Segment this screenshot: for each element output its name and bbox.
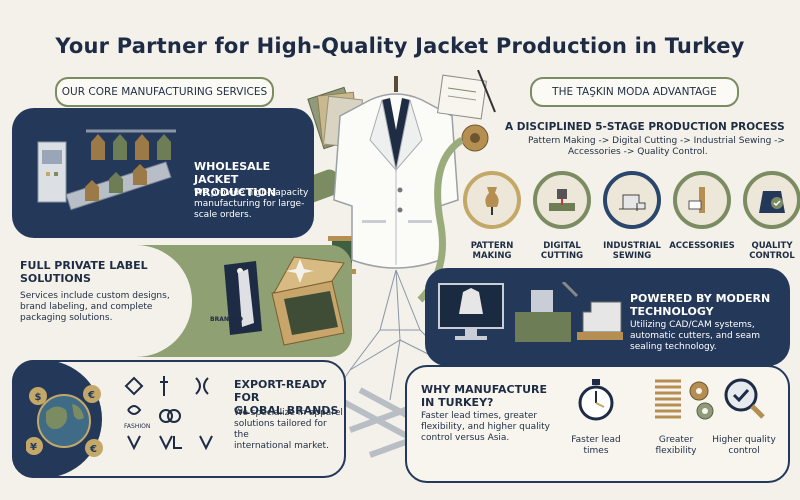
step-5-label-2: CONTROL xyxy=(749,251,795,261)
private-label-desc-3: packaging solutions. xyxy=(20,313,113,323)
brand-logos-icon: FASHION xyxy=(124,376,213,451)
why-item-1-l1: Faster lead xyxy=(571,435,621,445)
export-desc-3: international market. xyxy=(234,441,329,451)
step-1-label-1: PATTERN xyxy=(470,241,514,251)
currency-2: € xyxy=(87,390,95,401)
why-item-3-l1: Higher quality xyxy=(712,435,776,445)
step-accessories-circle xyxy=(673,171,731,229)
magnifier-check-icon xyxy=(724,378,765,419)
zipper-icon xyxy=(688,187,705,213)
why-title-2: IN TURKEY? xyxy=(421,396,494,409)
export-desc-2: solutions tailored for the xyxy=(234,419,327,440)
wholesale-panel: WHOLESALE JACKET PRODUCTION We provide h… xyxy=(12,108,314,238)
process-title: A DISCIPLINED 5-STAGE PRODUCTION PROCESS xyxy=(505,121,785,133)
factory-icon xyxy=(37,129,176,211)
wholesale-title-1: WHOLESALE JACKET xyxy=(194,160,271,186)
technology-title-1: POWERED BY MODERN xyxy=(630,292,771,305)
jacket-icon xyxy=(333,76,459,269)
technology-title-2: TECHNOLOGY xyxy=(630,305,714,318)
page-title: Your Partner for High-Quality Jacket Pro… xyxy=(55,34,745,58)
computer-icon xyxy=(438,282,623,342)
dress-form-icon xyxy=(485,187,499,215)
wholesale-desc-1: We provide high-capacity xyxy=(194,188,309,198)
private-label-title-2: SOLUTIONS xyxy=(20,272,91,285)
why-item-3-l2: control xyxy=(728,446,760,456)
why-turkey-panel: WHY MANUFACTURE IN TURKEY? Faster lead t… xyxy=(405,365,790,483)
step-pattern-circle xyxy=(463,171,521,229)
spring-icon xyxy=(655,379,714,420)
advantage-pill: THE TAŞKIN MODA ADVANTAGE xyxy=(530,77,739,107)
process-desc-2: Accessories -> Quality Control. xyxy=(568,147,708,157)
globe-icon: $ € ¥ € xyxy=(26,385,103,457)
sewing-machine-icon xyxy=(577,301,623,340)
fashion-logo-text: FASHION xyxy=(124,423,150,430)
currency-3: ¥ xyxy=(30,442,37,453)
export-panel: $ € ¥ € FASHION EXPORT-READY FOR GLOBAL … xyxy=(12,360,346,478)
stopwatch-icon xyxy=(578,379,614,421)
quality-check-icon xyxy=(759,191,785,213)
process-desc-1: Pattern Making -> Digital Cutting -> Ind… xyxy=(528,136,785,146)
gears-icon xyxy=(689,381,714,420)
wholesale-desc-2: manufacturing for large-scale orders. xyxy=(194,199,305,220)
technology-desc-2: automatic cutters, and seam xyxy=(630,331,761,341)
export-title-2: GLOBAL BRANDS xyxy=(234,404,339,417)
private-label-desc-1: Services include custom designs, xyxy=(20,291,170,301)
why-item-2-l2: flexibility xyxy=(655,446,697,456)
step-sewing-circle xyxy=(603,171,661,229)
private-label-desc-2: brand labeling, and complete xyxy=(20,302,153,312)
step-3-label-2: SEWING xyxy=(612,251,652,261)
export-desc-1: We specialize in apparel xyxy=(234,408,343,418)
step-quality-circle xyxy=(743,171,800,229)
price-tag-icon xyxy=(224,261,262,335)
cutting-machine-icon xyxy=(549,189,575,211)
technology-desc-1: Utilizing CAD/CAM systems, xyxy=(630,320,755,330)
gift-box-icon: BRANDED xyxy=(210,256,345,346)
tag-label: BRANDED xyxy=(210,316,243,323)
core-services-pill: OUR CORE MANUFACTURING SERVICES xyxy=(55,77,274,107)
step-5-label-1: QUALITY xyxy=(751,241,793,251)
technology-desc-3: sealing technology. xyxy=(630,342,717,352)
step-3-label-1: INDUSTRIAL xyxy=(603,241,661,251)
technology-panel: POWERED BY MODERN TECHNOLOGY Utilizing C… xyxy=(425,268,790,366)
private-label-title-1: FULL PRIVATE LABEL xyxy=(20,259,148,272)
step-2-label-1: DIGITAL xyxy=(543,241,581,251)
step-cutting-circle xyxy=(533,171,591,229)
why-desc-1: Faster lead times, greater xyxy=(421,411,538,421)
currency-1: $ xyxy=(35,392,42,403)
why-desc-3: control versus Asia. xyxy=(421,433,510,443)
step-4-label-1: ACCESSORIES xyxy=(669,241,735,251)
step-1-label-2: MAKING xyxy=(472,251,512,261)
why-item-1-l2: times xyxy=(583,446,609,456)
sewing-machine-icon xyxy=(619,194,646,211)
currency-4: € xyxy=(89,444,97,455)
why-desc-2: flexibility, and higher quality xyxy=(421,422,550,432)
step-2-label-2: CUTTING xyxy=(540,251,584,261)
export-title-1: EXPORT-READY FOR xyxy=(234,378,327,404)
wholesale-title-2: PRODUCTION xyxy=(194,186,277,199)
private-label-panel: FULL PRIVATE LABEL SOLUTIONS Services in… xyxy=(12,245,352,357)
why-item-2-l1: Greater xyxy=(658,435,694,445)
cutting-machine-icon xyxy=(515,282,579,342)
sketch-pad-icon xyxy=(437,70,496,120)
why-title-1: WHY MANUFACTURE xyxy=(421,383,547,396)
